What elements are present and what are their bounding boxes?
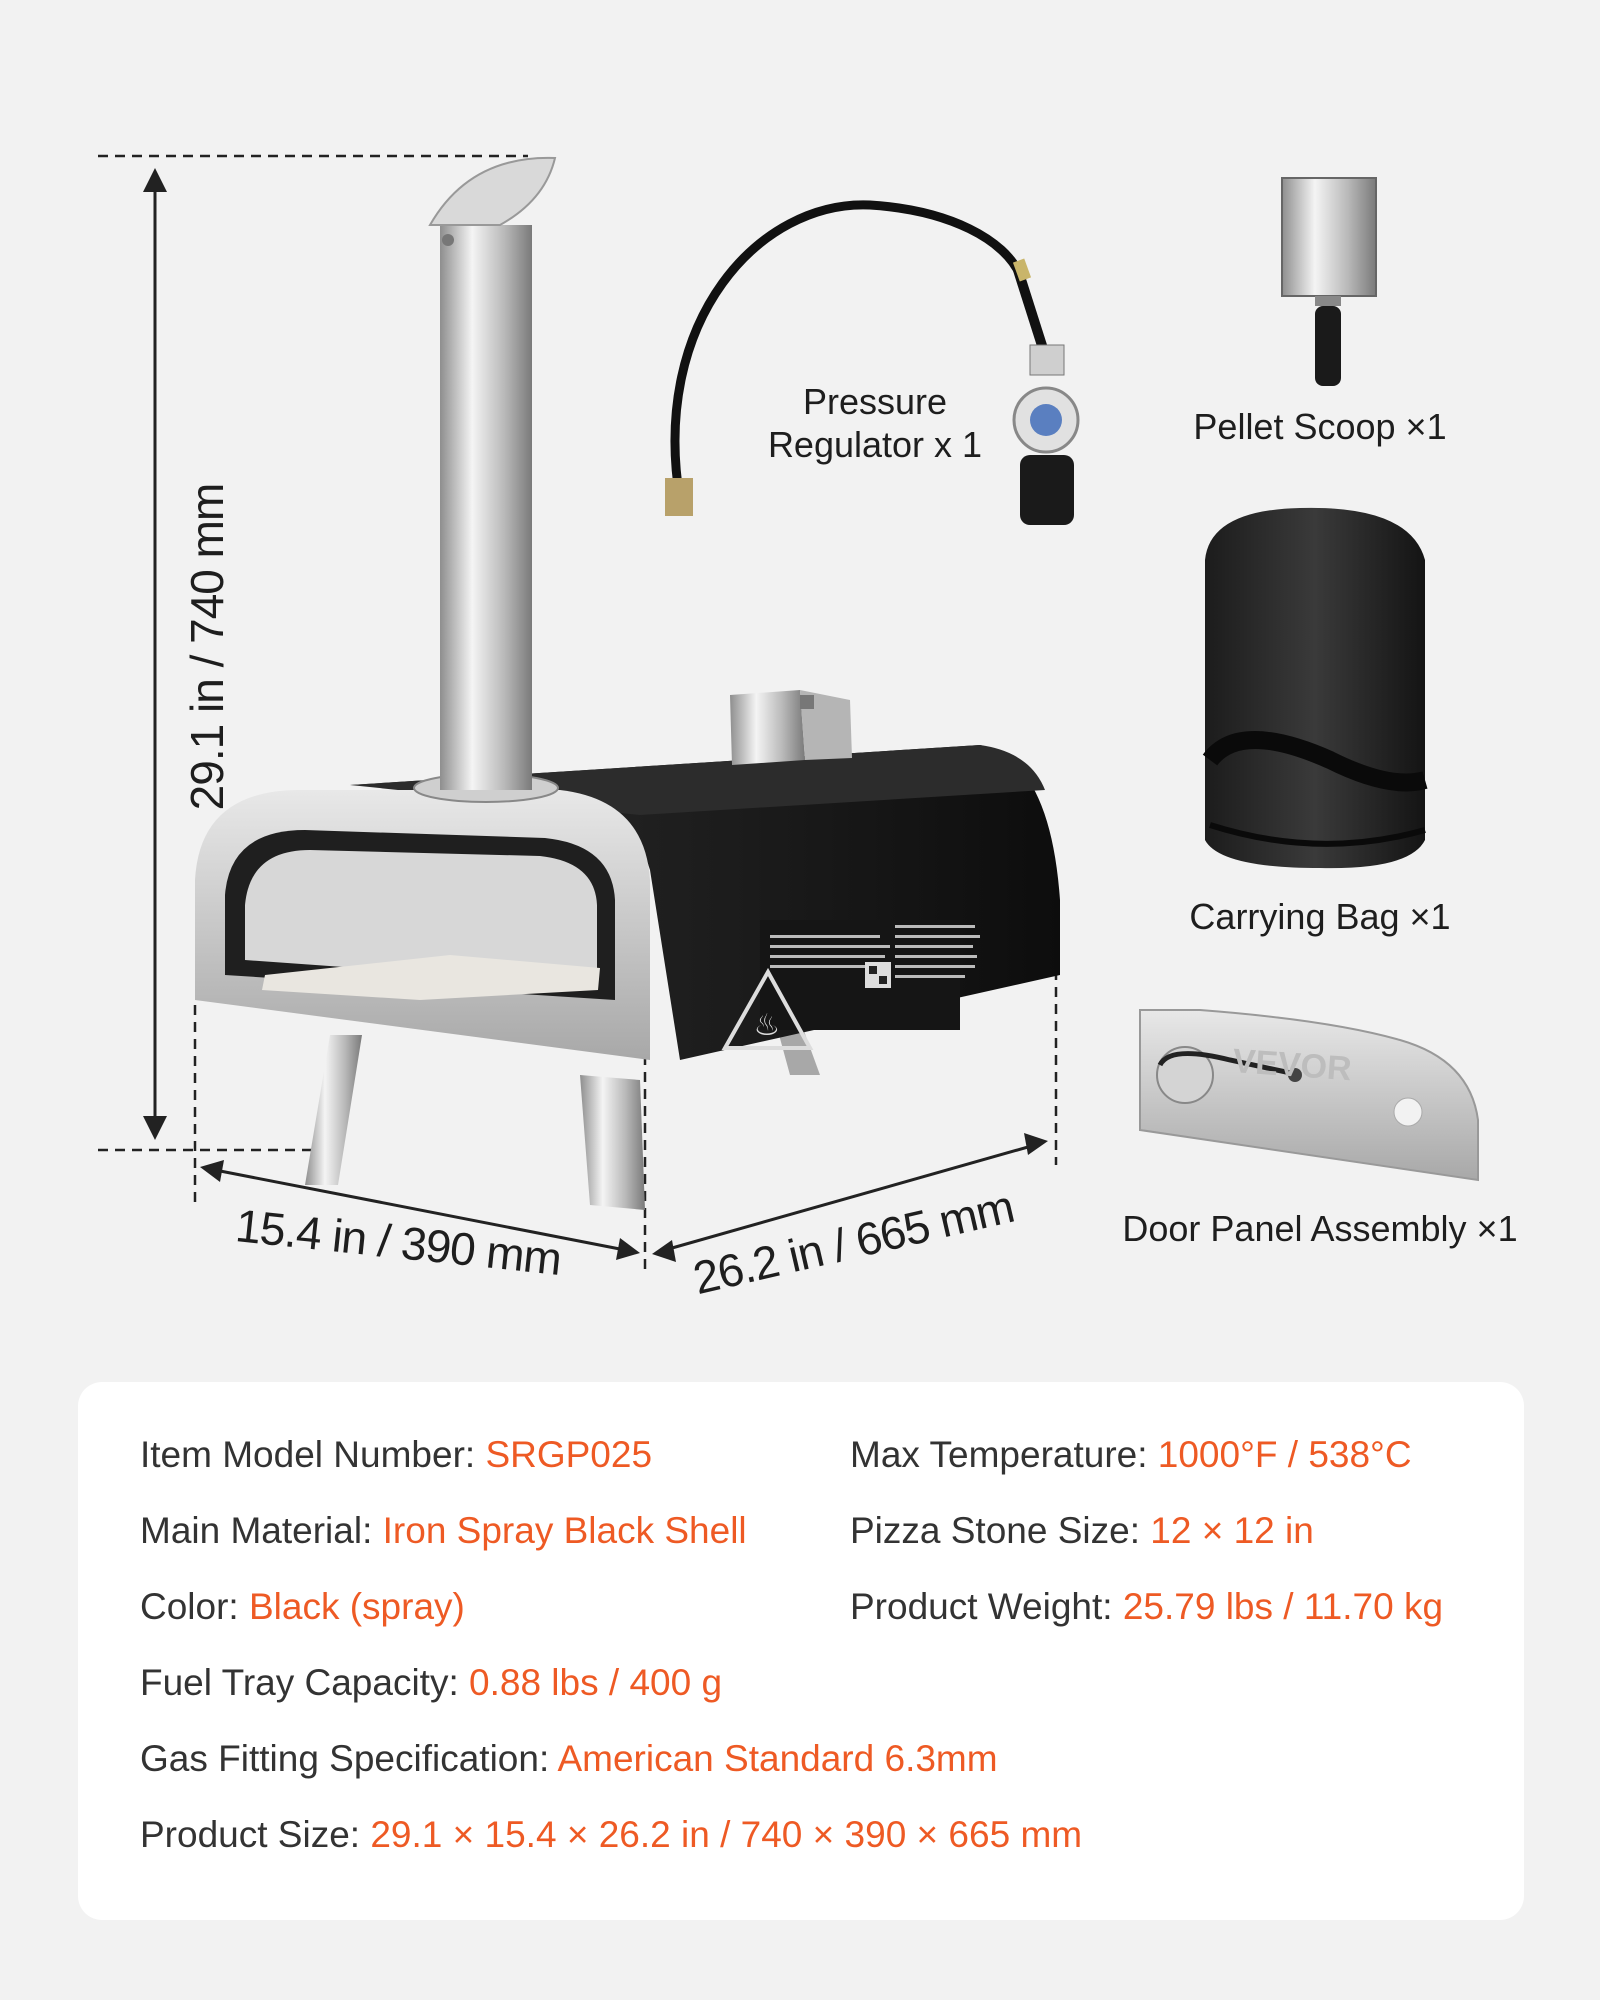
spec-weight: Product Weight: 25.79 lbs / 11.70 kg [850,1586,1443,1628]
spec-label: Product Size: [140,1814,371,1855]
specifications-card: Item Model Number: SRGP025 Max Temperatu… [78,1382,1524,1920]
spec-value: 25.79 lbs / 11.70 kg [1122,1586,1444,1627]
pressure-regulator [665,200,1080,525]
spec-value: Iron Spray Black Shell [382,1510,747,1551]
spec-model: Item Model Number: SRGP025 [140,1434,652,1476]
spec-label: Item Model Number: [140,1434,486,1475]
spec-fuel-capacity: Fuel Tray Capacity: 0.88 lbs / 400 g [140,1662,722,1704]
spec-value: 1000°F / 538°C [1157,1434,1412,1475]
spec-label: Gas Fitting Specification: [140,1738,558,1779]
spec-value: 0.88 lbs / 400 g [469,1662,723,1703]
spec-material: Main Material: Iron Spray Black Shell [140,1510,747,1552]
spec-label: Color: [140,1586,249,1627]
spec-value: SRGP025 [485,1434,653,1475]
spec-label: Product Weight: [850,1586,1123,1627]
pellet-scoop [1281,177,1377,386]
spec-value: American Standard 6.3mm [557,1738,998,1779]
depth-dimension-line [652,970,1058,1262]
oven-drawing: ♨ [98,154,1479,1270]
spec-color: Color: Black (spray) [140,1586,465,1628]
pizza-oven: ♨ [195,156,1060,1210]
spec-max-temperature: Max Temperature: 1000°F / 538°C [850,1434,1412,1476]
pressure-regulator-label: Pressure Regulator x 1 [767,381,983,466]
spec-value: 29.1 × 15.4 × 26.2 in / 740 × 390 × 665 … [370,1814,1083,1855]
door-panel-assembly: VEVOR [1139,1009,1479,1182]
spec-product-size: Product Size: 29.1 × 15.4 × 26.2 in / 74… [140,1814,1082,1856]
spec-label: Main Material: [140,1510,383,1551]
pellet-scoop-label: Pellet Scoop ×1 [1193,406,1447,447]
height-dimension-line [98,154,528,1152]
svg-text:♨: ♨ [754,1008,781,1043]
door-panel-label: Door Panel Assembly ×1 [1122,1208,1518,1249]
spec-label: Max Temperature: [850,1434,1158,1475]
height-dimension-label: 29.1 in / 740 mm [181,483,233,811]
spec-value: Black (spray) [248,1586,465,1627]
spec-gas-fitting: Gas Fitting Specification: American Stan… [140,1738,998,1780]
carrying-bag-label: Carrying Bag ×1 [1189,896,1451,937]
product-illustration: ♨ [98,154,1518,1304]
width-dimension-line [193,1005,647,1270]
spec-label: Pizza Stone Size: [850,1510,1151,1551]
spec-value: 12 × 12 in [1150,1510,1314,1551]
carrying-bag [1202,507,1428,869]
spec-stone-size: Pizza Stone Size: 12 × 12 in [850,1510,1314,1552]
vevor-logo-text: VEVOR [1231,1042,1352,1088]
spec-label: Fuel Tray Capacity: [140,1662,470,1703]
